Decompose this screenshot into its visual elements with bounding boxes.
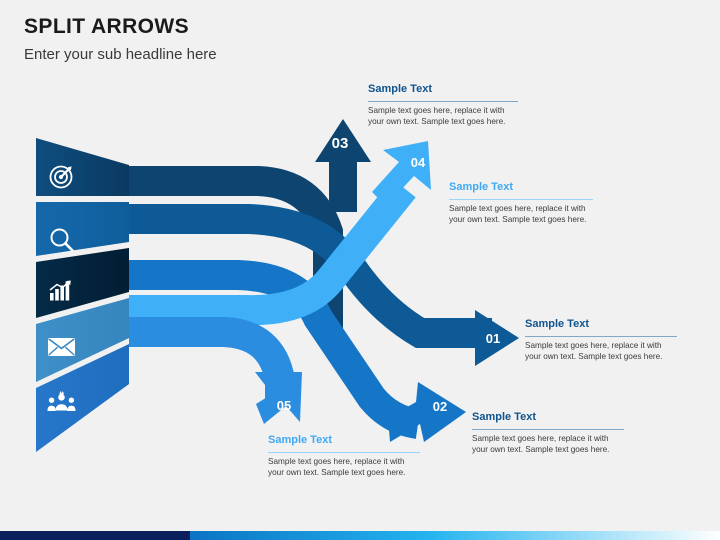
text-block-05-heading: Sample Text xyxy=(268,434,332,446)
ribbon-05[interactable]: 05 xyxy=(129,317,302,424)
bar-chart-icon xyxy=(49,280,71,301)
funnel-icons xyxy=(47,165,76,411)
arrow-head-01[interactable] xyxy=(436,310,519,366)
envelope-icon xyxy=(48,338,75,356)
funnel-segment-mail[interactable] xyxy=(36,298,129,382)
ribbon-02[interactable]: 02 xyxy=(129,260,466,442)
ribbon-04[interactable]: 04 xyxy=(129,141,431,326)
text-block-03: Sample Text Sample text goes here, repla… xyxy=(368,83,518,128)
text-block-04-heading: Sample Text xyxy=(449,181,513,193)
text-block-04-rule xyxy=(449,199,593,200)
header: SPLIT ARROWS Enter your sub headline her… xyxy=(24,14,217,66)
text-block-03-body: Sample text goes here, replace it with y… xyxy=(368,106,506,127)
arrow-head-02[interactable] xyxy=(388,382,466,442)
arrow-number-01: 01 xyxy=(486,331,500,346)
funnel-segment-search[interactable] xyxy=(36,202,129,256)
text-block-05-rule xyxy=(268,452,420,453)
funnel-segment-chart[interactable] xyxy=(36,248,129,318)
arrow-number-05: 05 xyxy=(277,398,291,413)
text-block-03-rule xyxy=(368,101,518,102)
text-block-05: Sample Text Sample text goes here, repla… xyxy=(268,434,420,479)
arrow-number-02: 02 xyxy=(433,399,447,414)
arrow-number-04: 04 xyxy=(411,155,426,170)
text-block-01-body: Sample text goes here, replace it with y… xyxy=(525,341,663,362)
text-block-04-body: Sample text goes here, replace it with y… xyxy=(449,204,587,225)
arrow-head-05[interactable] xyxy=(255,372,302,424)
text-block-01-rule xyxy=(525,336,677,337)
text-block-02: Sample Text Sample text goes here, repla… xyxy=(472,411,624,456)
target-icon xyxy=(49,165,73,189)
arrow-head-03[interactable] xyxy=(315,119,371,212)
funnel-segments xyxy=(36,138,129,452)
page-title: SPLIT ARROWS xyxy=(24,15,190,38)
text-block-04: Sample Text Sample text goes here, repla… xyxy=(449,181,593,226)
text-block-03-heading: Sample Text xyxy=(368,83,432,95)
text-block-01: Sample Text Sample text goes here, repla… xyxy=(525,318,677,363)
search-icon xyxy=(50,228,74,252)
funnel-segment-target[interactable] xyxy=(36,138,129,196)
arrow-number-03: 03 xyxy=(332,135,349,152)
footer-bar-left xyxy=(0,531,190,540)
text-block-02-body: Sample text goes here, replace it with y… xyxy=(472,434,610,455)
page-subtitle: Enter your sub headline here xyxy=(24,46,217,63)
text-block-01-heading: Sample Text xyxy=(525,318,589,330)
text-block-02-rule xyxy=(472,429,624,430)
footer-bar-right xyxy=(190,531,720,540)
funnel-segment-team[interactable] xyxy=(36,344,129,452)
footer-gradient-bar xyxy=(0,531,720,540)
team-icon xyxy=(47,391,76,411)
text-block-02-heading: Sample Text xyxy=(472,411,536,423)
arrow-head-04[interactable] xyxy=(372,141,431,206)
text-block-05-body: Sample text goes here, replace it with y… xyxy=(268,457,406,478)
